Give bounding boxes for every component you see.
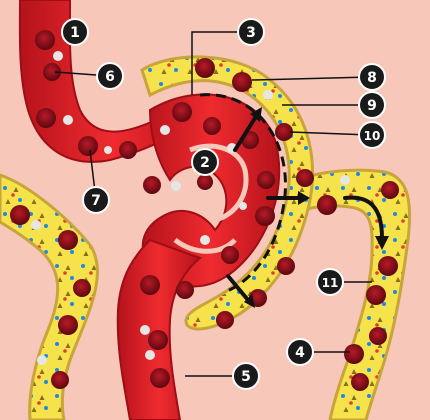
marker-label-3: 3	[246, 25, 256, 41]
marker-9: 9	[359, 92, 385, 118]
marker-label-4: 4	[295, 345, 305, 361]
marker-1: 1	[62, 19, 88, 45]
marker-label-7: 7	[91, 193, 101, 209]
marker-label-10: 10	[364, 129, 381, 143]
marker-label-8: 8	[367, 70, 377, 86]
marker-label-5: 5	[241, 369, 251, 385]
marker-5: 5	[233, 363, 259, 389]
marker-label-9: 9	[367, 98, 377, 114]
efferent-arteriole	[118, 240, 200, 420]
marker-7: 7	[83, 187, 109, 213]
marker-2: 2	[192, 149, 218, 175]
marker-label-1: 1	[70, 25, 80, 41]
marker-label-2: 2	[200, 155, 210, 171]
marker-3: 3	[238, 19, 264, 45]
marker-label-11: 11	[322, 276, 339, 290]
marker-label-6: 6	[105, 69, 115, 85]
marker-6: 6	[97, 63, 123, 89]
marker-4: 4	[287, 339, 313, 365]
marker-10: 10	[359, 122, 385, 148]
marker-8: 8	[359, 64, 385, 90]
marker-11: 11	[317, 269, 343, 295]
